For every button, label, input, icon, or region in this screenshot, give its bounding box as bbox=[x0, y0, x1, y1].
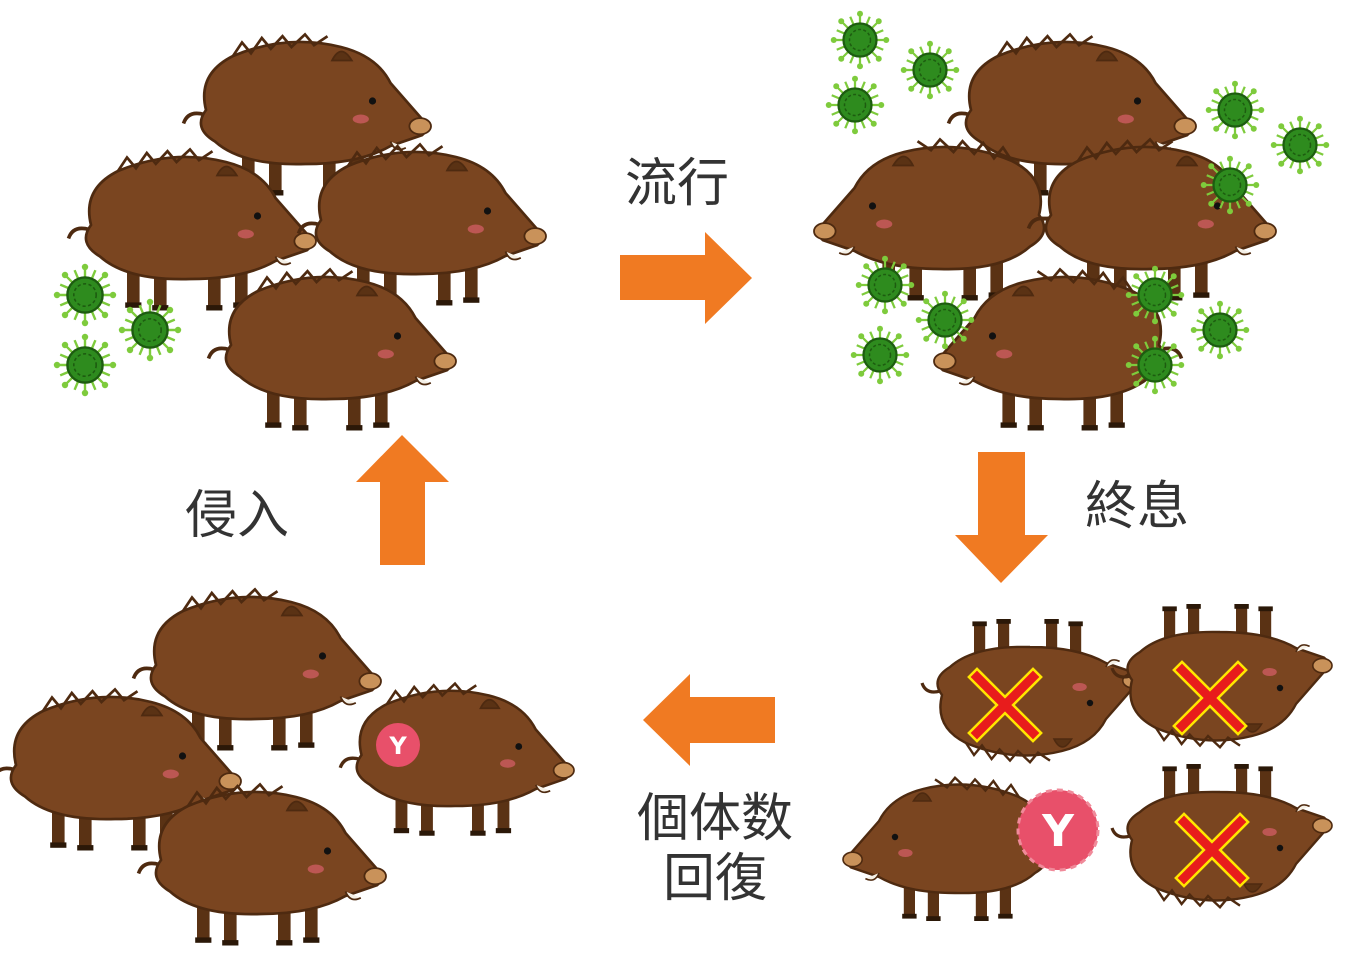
virus-icon bbox=[914, 289, 976, 351]
boar-group-dead: Y bbox=[841, 604, 1332, 923]
boar-icon bbox=[812, 137, 1064, 303]
arrow-left-icon bbox=[643, 674, 775, 766]
virus-icon bbox=[1124, 264, 1186, 326]
arrow-up-icon bbox=[356, 435, 449, 565]
virus-icon bbox=[1269, 114, 1331, 176]
label-recovery-line2: 回復 bbox=[662, 848, 767, 909]
virus-icon bbox=[829, 9, 891, 71]
label-subside: 終息 bbox=[1085, 477, 1190, 537]
arrow-right-icon bbox=[620, 232, 752, 324]
virus-icon bbox=[117, 297, 183, 363]
virus-icon bbox=[52, 262, 118, 328]
virus-icon bbox=[1124, 334, 1186, 396]
virus-icon bbox=[1204, 79, 1266, 141]
label-recovery-line1: 個体数 bbox=[636, 789, 793, 849]
immunity-badge-icon: Y bbox=[376, 723, 420, 767]
virus-icon bbox=[899, 39, 961, 101]
label-spread: 流行 bbox=[625, 154, 730, 214]
label-recovery: 個体数 回復 bbox=[620, 789, 810, 910]
virus-icon bbox=[52, 332, 118, 398]
virus-icon bbox=[1189, 299, 1251, 361]
boar-group-infected bbox=[812, 9, 1331, 433]
virus-icon bbox=[854, 254, 916, 316]
virus-icon bbox=[1199, 154, 1261, 216]
immunity-badge-icon: Y bbox=[1016, 788, 1100, 872]
badge-letter: Y bbox=[1041, 806, 1075, 857]
boar-group-healthy bbox=[52, 32, 548, 433]
badge-letter: Y bbox=[388, 732, 407, 760]
boar-icon bbox=[1112, 604, 1332, 747]
boar-group-recovered: Y bbox=[0, 587, 576, 948]
arrow-down-icon bbox=[955, 452, 1048, 583]
virus-icon bbox=[849, 324, 911, 386]
boar-icon bbox=[338, 681, 576, 838]
virus-icon bbox=[824, 74, 886, 136]
label-invasion: 侵入 bbox=[185, 486, 290, 546]
